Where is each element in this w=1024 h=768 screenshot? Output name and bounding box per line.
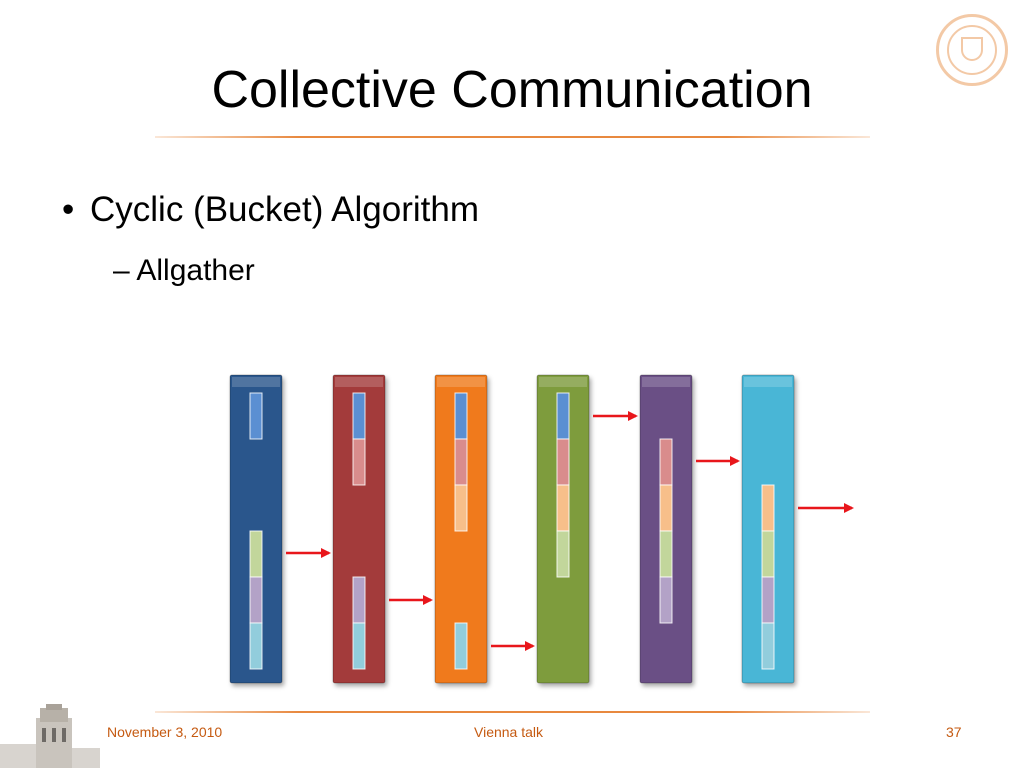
footer-date: November 3, 2010 <box>107 724 223 740</box>
data-block <box>352 622 366 670</box>
slide-title: Collective Communication <box>211 61 813 119</box>
data-block <box>761 484 775 532</box>
seal-inner-ring <box>947 25 997 75</box>
data-block <box>249 530 263 578</box>
data-block <box>556 438 570 486</box>
process-bar-highlight <box>335 377 383 387</box>
bullet-item: • Cyclic (Bucket) Algorithm <box>62 190 479 230</box>
process-bar-highlight <box>744 377 792 387</box>
data-block <box>249 576 263 624</box>
footer-divider <box>155 711 870 713</box>
process-bar-highlight <box>539 377 587 387</box>
sub-bullet-item: – Allgather <box>113 254 255 288</box>
seal-shield <box>961 37 983 61</box>
footer-center-text: Vienna talk <box>474 724 544 740</box>
data-block <box>454 622 468 670</box>
process-bar-highlight <box>437 377 485 387</box>
process-bar-highlight <box>642 377 690 387</box>
process-bar <box>332 374 386 684</box>
data-block <box>352 576 366 624</box>
data-block <box>761 622 775 670</box>
data-block <box>556 484 570 532</box>
allgather-diagram <box>229 374 854 684</box>
data-block <box>556 530 570 578</box>
title-divider <box>155 136 870 138</box>
data-block <box>761 530 775 578</box>
data-block <box>761 576 775 624</box>
data-block <box>659 576 673 624</box>
sub-bullet-marker: – <box>113 254 130 287</box>
data-block <box>556 392 570 440</box>
tower-icon <box>0 704 100 768</box>
data-block <box>454 392 468 440</box>
bullet-marker: • <box>62 190 75 229</box>
bullet-text: Cyclic (Bucket) Algorithm <box>90 190 479 229</box>
data-block <box>659 484 673 532</box>
data-block <box>352 392 366 440</box>
university-seal-icon <box>936 14 1008 86</box>
data-block <box>249 622 263 670</box>
data-block <box>454 438 468 486</box>
sub-bullet-text: Allgather <box>136 254 255 287</box>
data-block <box>659 530 673 578</box>
data-block <box>352 438 366 486</box>
data-block <box>249 392 263 440</box>
process-bar <box>229 374 283 684</box>
data-block <box>659 438 673 486</box>
data-block <box>454 484 468 532</box>
process-bar-highlight <box>232 377 280 387</box>
footer-page-number: 37 <box>946 724 962 740</box>
